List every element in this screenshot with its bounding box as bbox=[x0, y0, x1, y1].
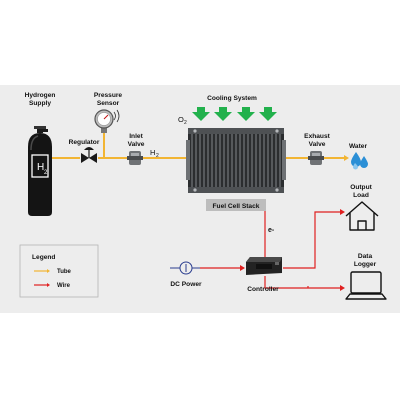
wire-controller-to-data-logger bbox=[264, 276, 343, 289]
fuel-cell-stack bbox=[186, 128, 286, 211]
data-logger-label-line2: Logger bbox=[354, 261, 377, 268]
hydrogen-supply-label-line2: Supply bbox=[29, 100, 51, 107]
hydrogen-supply-label-line1: Hydrogen bbox=[25, 92, 56, 99]
wire-arrow-data-logger bbox=[340, 285, 345, 291]
hydrogen-cylinder: H 2 bbox=[28, 126, 52, 216]
fuel-cell-stack-label: Fuel Cell Stack bbox=[213, 203, 260, 210]
cooling-arrow-3 bbox=[237, 107, 255, 121]
hydrogen-tubes bbox=[52, 133, 349, 161]
exhaust-valve-label-line1: Exhaust bbox=[304, 133, 330, 140]
legend-item-tube: Tube bbox=[34, 269, 72, 275]
cooling-arrow-2 bbox=[214, 107, 232, 121]
inlet-valve-label-line1: Inlet bbox=[129, 133, 143, 140]
cooling-arrow-1 bbox=[192, 107, 210, 121]
controller-label: Controller bbox=[247, 286, 279, 293]
wire-controller-to-output-load bbox=[283, 211, 343, 269]
inlet-valve-icon bbox=[127, 151, 143, 165]
dc-power-source-icon bbox=[170, 261, 200, 275]
pressure-sensor-gauge-icon bbox=[94, 109, 120, 133]
laptop-icon bbox=[345, 271, 387, 300]
pressure-sensor-label-line1: Pressure bbox=[94, 92, 123, 99]
o2-label: O bbox=[178, 115, 184, 124]
h2-flow-subscript: 2 bbox=[156, 153, 159, 159]
h2-flow-label: H bbox=[150, 148, 155, 157]
legend-box bbox=[19, 244, 99, 298]
controller-device-icon bbox=[246, 257, 282, 275]
legend-item-wire: Wire bbox=[34, 283, 71, 289]
house-icon bbox=[345, 201, 379, 231]
legend-tube-label: Tube bbox=[57, 269, 72, 275]
legend: Legend Tube Wire bbox=[19, 244, 99, 298]
cooling-system-label: Cooling System bbox=[207, 95, 257, 102]
diagram-background bbox=[0, 85, 400, 313]
cooling-arrows bbox=[192, 107, 277, 121]
legend-title: Legend bbox=[32, 254, 55, 261]
water-drops-icon bbox=[351, 152, 368, 170]
pressure-sensor-label-line2: Sensor bbox=[97, 100, 120, 107]
legend-tube-arrowhead bbox=[47, 269, 50, 273]
water-label: Water bbox=[349, 143, 368, 150]
wire-arrow-output-load bbox=[340, 209, 345, 215]
cylinder-h2-mark: H bbox=[37, 162, 44, 173]
regulator-valve-icon bbox=[81, 147, 97, 163]
wire-arrow-to-controller bbox=[240, 265, 245, 271]
output-load-label-line1: Output bbox=[350, 184, 372, 191]
regulator-label: Regulator bbox=[69, 139, 100, 146]
cylinder-h2-subscript: 2 bbox=[44, 170, 48, 176]
exhaust-valve-icon bbox=[308, 151, 324, 165]
exhaust-valve-label-line2: Valve bbox=[309, 141, 326, 148]
legend-wire-arrowhead bbox=[47, 283, 50, 287]
tube-arrowhead bbox=[344, 155, 349, 161]
data-logger-label-line1: Data bbox=[358, 253, 373, 260]
dc-power-label: DC Power bbox=[170, 281, 202, 288]
legend-wire-label: Wire bbox=[57, 283, 71, 289]
cooling-arrow-4 bbox=[259, 107, 277, 121]
output-load-label-line2: Load bbox=[353, 192, 369, 199]
inlet-valve-label-line2: Valve bbox=[128, 141, 145, 148]
electron-label: e- bbox=[268, 227, 275, 234]
o2-subscript: 2 bbox=[184, 120, 187, 126]
electrical-wires bbox=[200, 200, 343, 289]
